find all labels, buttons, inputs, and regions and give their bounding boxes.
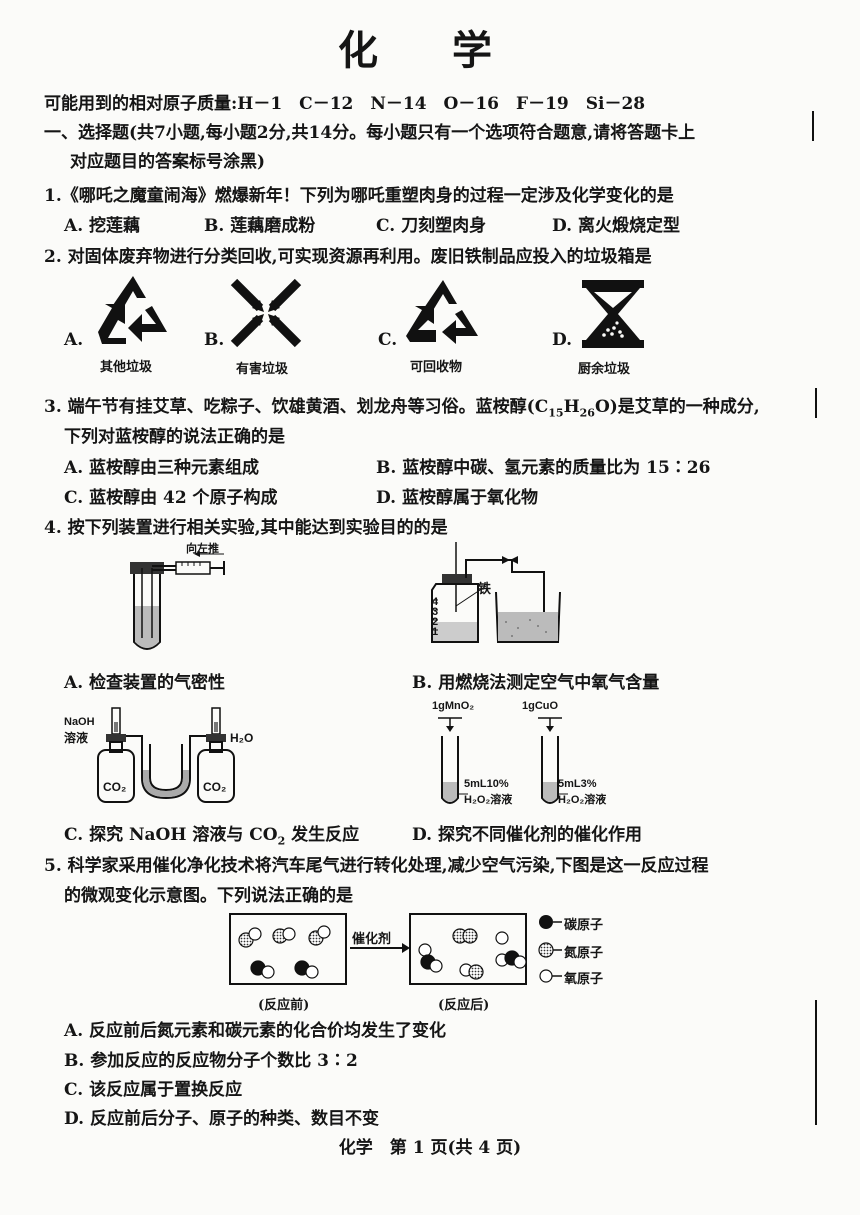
q1-option-c: C. 刀刻塑肉身	[376, 216, 487, 236]
q4-option-d: D. 探究不同催化剂的催化作用	[412, 825, 642, 845]
section-header-line2: 对应题目的答案标号涂黑)	[70, 152, 266, 172]
legend-oxygen: 氧原子	[564, 972, 604, 987]
q2-letter-c: C.	[378, 330, 398, 350]
mno2-label: 1gMnO₂	[432, 700, 475, 712]
before-label: (反应前)	[258, 998, 310, 1013]
tube2-label-1: 5mL3%	[558, 778, 597, 790]
water-label: H₂O	[230, 731, 254, 745]
q2-label-hazard: 有害垃圾	[236, 362, 289, 377]
q2-letter-a: A.	[64, 330, 84, 350]
section-header-line1: 一、选择题(共7小题,每小题2分,共14分。每小题只有一个选项符合题意,请将答题…	[44, 123, 696, 143]
naoh-label-2: 溶液	[64, 731, 89, 745]
q5-option-c: C. 该反应属于置换反应	[64, 1080, 243, 1100]
q3-stem-2: 下列对蓝桉醇的说法正确的是	[64, 427, 285, 447]
scan-margin-line-3	[815, 1000, 817, 1125]
iron-label: 铁	[478, 581, 492, 596]
q2-label-recyclable: 可回收物	[410, 360, 463, 375]
hazardous-waste-icon	[230, 278, 302, 348]
scale-4: 4	[432, 596, 439, 608]
q4-option-b: B. 用燃烧法测定空气中氧气含量	[412, 673, 660, 693]
cuo-label: 1gCuO	[522, 700, 559, 712]
q5-option-a: A. 反应前后氮元素和碳元素的化合价均发生了变化	[64, 1021, 447, 1041]
atomic-masses: 可能用到的相对原子质量:H－1 C－12 N－14 O－16 F－19 Si－2…	[44, 94, 646, 114]
q2-letter-b: B.	[204, 330, 225, 350]
q4-option-a: A. 检查装置的气密性	[64, 673, 226, 693]
tube1-label-1: 5mL10%	[464, 778, 509, 790]
q4-option-c: C. 探究 NaOH 溶液与 CO2 发生反应	[64, 825, 360, 848]
co2-label-right: CO₂	[203, 780, 227, 794]
oxygen-content-apparatus-diagram	[431, 542, 561, 643]
scale-3: 3	[432, 606, 439, 618]
legend-nitrogen: 氮原子	[564, 946, 604, 961]
legend-carbon: 碳原子	[564, 918, 604, 933]
q2-letter-d: D.	[552, 330, 573, 350]
push-left-label: 向左推	[186, 543, 219, 555]
q5-option-d: D. 反应前后分子、原子的种类、数目不变	[64, 1109, 379, 1129]
q1-option-d: D. 离火煅烧定型	[552, 216, 680, 236]
tube2-label-2: H₂O₂溶液	[558, 794, 607, 806]
co2-label-left: CO₂	[103, 780, 127, 794]
catalyst-comparison-diagram	[438, 717, 568, 804]
q5-stem-1: 5. 科学家采用催化净化技术将汽车尾气进行转化处理,减少空气污染,下图是这一反应…	[44, 856, 709, 876]
tube1-label-2: H₂O₂溶液	[464, 794, 513, 806]
q4-stem: 4. 按下列装置进行相关实验,其中能达到实验目的的是	[44, 518, 448, 538]
scan-margin-line	[812, 111, 814, 141]
q3-option-c: C. 蓝桉醇由 42 个原子构成	[64, 488, 278, 508]
q3-option-b: B. 蓝桉醇中碳、氢元素的质量比为 15∶26	[376, 458, 711, 478]
q2-label-other: 其他垃圾	[100, 360, 153, 375]
naoh-label-1: NaOH	[64, 716, 95, 728]
kitchen-waste-icon	[582, 280, 644, 348]
q3-stem: 3. 端午节有挂艾草、吃粽子、饮雄黄酒、划龙舟等习俗。蓝桉醇(C15H26O)是…	[44, 397, 760, 420]
q2-stem: 2. 对固体废弃物进行分类回收,可实现资源再利用。废旧铁制品应投入的垃圾箱是	[44, 247, 652, 267]
q3-option-a: A. 蓝桉醇由三种元素组成	[64, 458, 260, 478]
recyclable-recycle-icon	[406, 280, 478, 344]
scan-margin-line-2	[815, 388, 817, 418]
scale-2: 2	[432, 616, 439, 628]
reaction-micro-diagram	[229, 913, 562, 985]
q3-option-d: D. 蓝桉醇属于氧化物	[376, 488, 538, 508]
catalyst-label: 催化剂	[352, 932, 392, 947]
scale-1: 1	[432, 626, 439, 638]
page-title: 化 学	[338, 27, 522, 74]
q2-label-kitchen: 厨余垃圾	[578, 362, 631, 377]
airtightness-apparatus-diagram	[130, 551, 225, 650]
q1-stem: 1.《哪吒之魔童闹海》燃爆新年！下列为哪吒重塑肉身的过程一定涉及化学变化的是	[44, 186, 674, 206]
other-waste-recycle-icon	[98, 276, 167, 344]
after-label: (反应后)	[438, 998, 490, 1013]
naoh-co2-apparatus-diagram	[97, 707, 235, 803]
q1-option-a: A. 挖莲藕	[64, 216, 141, 236]
q5-option-b: B. 参加反应的反应物分子个数比 3∶2	[64, 1051, 358, 1071]
page-footer: 化学 第 1 页(共 4 页)	[338, 1138, 522, 1158]
q5-stem-2: 的微观变化示意图。下列说法正确的是	[64, 886, 353, 906]
q1-option-b: B. 莲藕磨成粉	[204, 216, 316, 236]
